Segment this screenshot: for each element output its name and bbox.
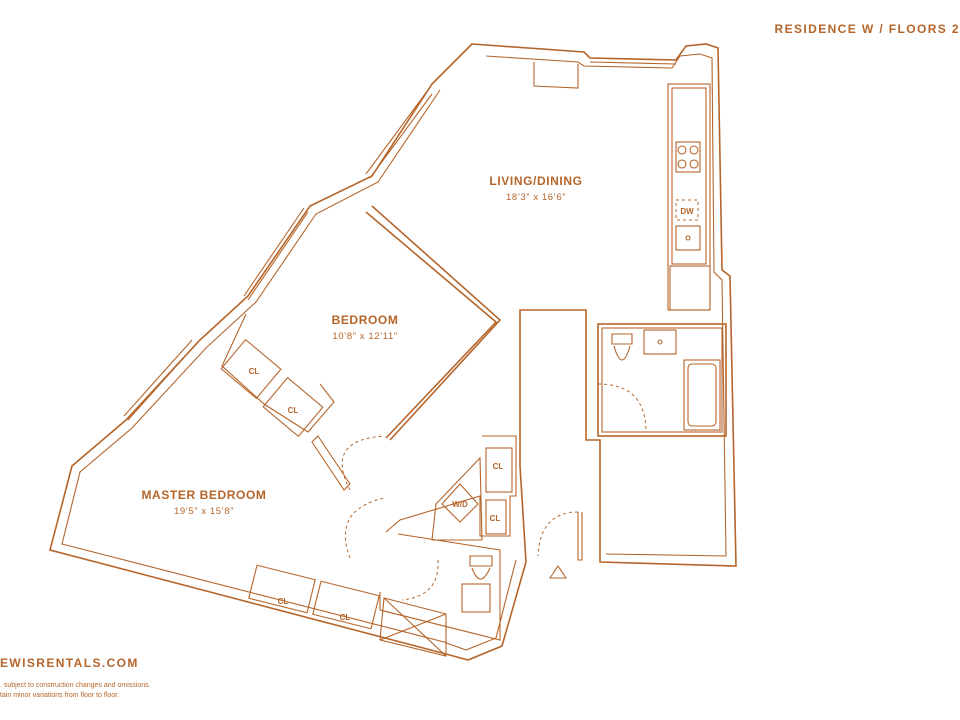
disclaimer-line-1: . subject to construction changes and om… [0, 682, 151, 689]
svg-text:CL: CL [493, 462, 504, 471]
exterior-wall [49, 43, 737, 661]
bedroom-wall [365, 205, 502, 441]
entry-marker [548, 565, 568, 579]
svg-text:CL: CL [288, 406, 299, 415]
closet-4 [485, 499, 507, 535]
living-label: LIVING/DINING [489, 174, 582, 188]
kitchen-sink [675, 225, 701, 251]
range [675, 141, 701, 173]
svg-text:CL: CL [249, 367, 260, 376]
svg-text:DW: DW [680, 207, 694, 216]
svg-text:CL: CL [340, 613, 351, 622]
svg-text:W/D: W/D [452, 500, 468, 509]
master-dims: 19’5” x 15’8” [174, 506, 234, 517]
closet-6 [312, 580, 380, 630]
master-label: MASTER BEDROOM [141, 488, 266, 502]
brand-link[interactable]: EWISRENTALS.COM [0, 656, 139, 670]
closet-5 [248, 564, 316, 614]
shower [379, 597, 447, 657]
bathtub [683, 359, 721, 431]
svg-text:CL: CL [278, 597, 289, 606]
closet-3 [485, 447, 513, 493]
refrigerator [669, 265, 711, 311]
washer-dryer [441, 483, 479, 523]
disclaimer-line-2: tain minor variations from floor to floo… [0, 692, 120, 699]
kitchen-counter [667, 83, 711, 311]
bedroom-dims: 10’8” x 12’11” [332, 331, 397, 342]
bath-sink [643, 329, 677, 355]
closet-2 [262, 376, 324, 438]
living-dims: 18’3” x 16’6” [506, 192, 566, 203]
dishwasher [675, 199, 699, 221]
closet-1 [220, 338, 282, 400]
bathroom [597, 323, 727, 437]
toilet [611, 333, 633, 361]
svg-text:CL: CL [490, 514, 501, 523]
residence-title: RESIDENCE W / FLOORS 2 [774, 22, 960, 36]
window-run [365, 89, 433, 179]
master-toilet [469, 555, 493, 580]
master-sink [461, 583, 491, 613]
bedroom-label: BEDROOM [332, 313, 399, 327]
